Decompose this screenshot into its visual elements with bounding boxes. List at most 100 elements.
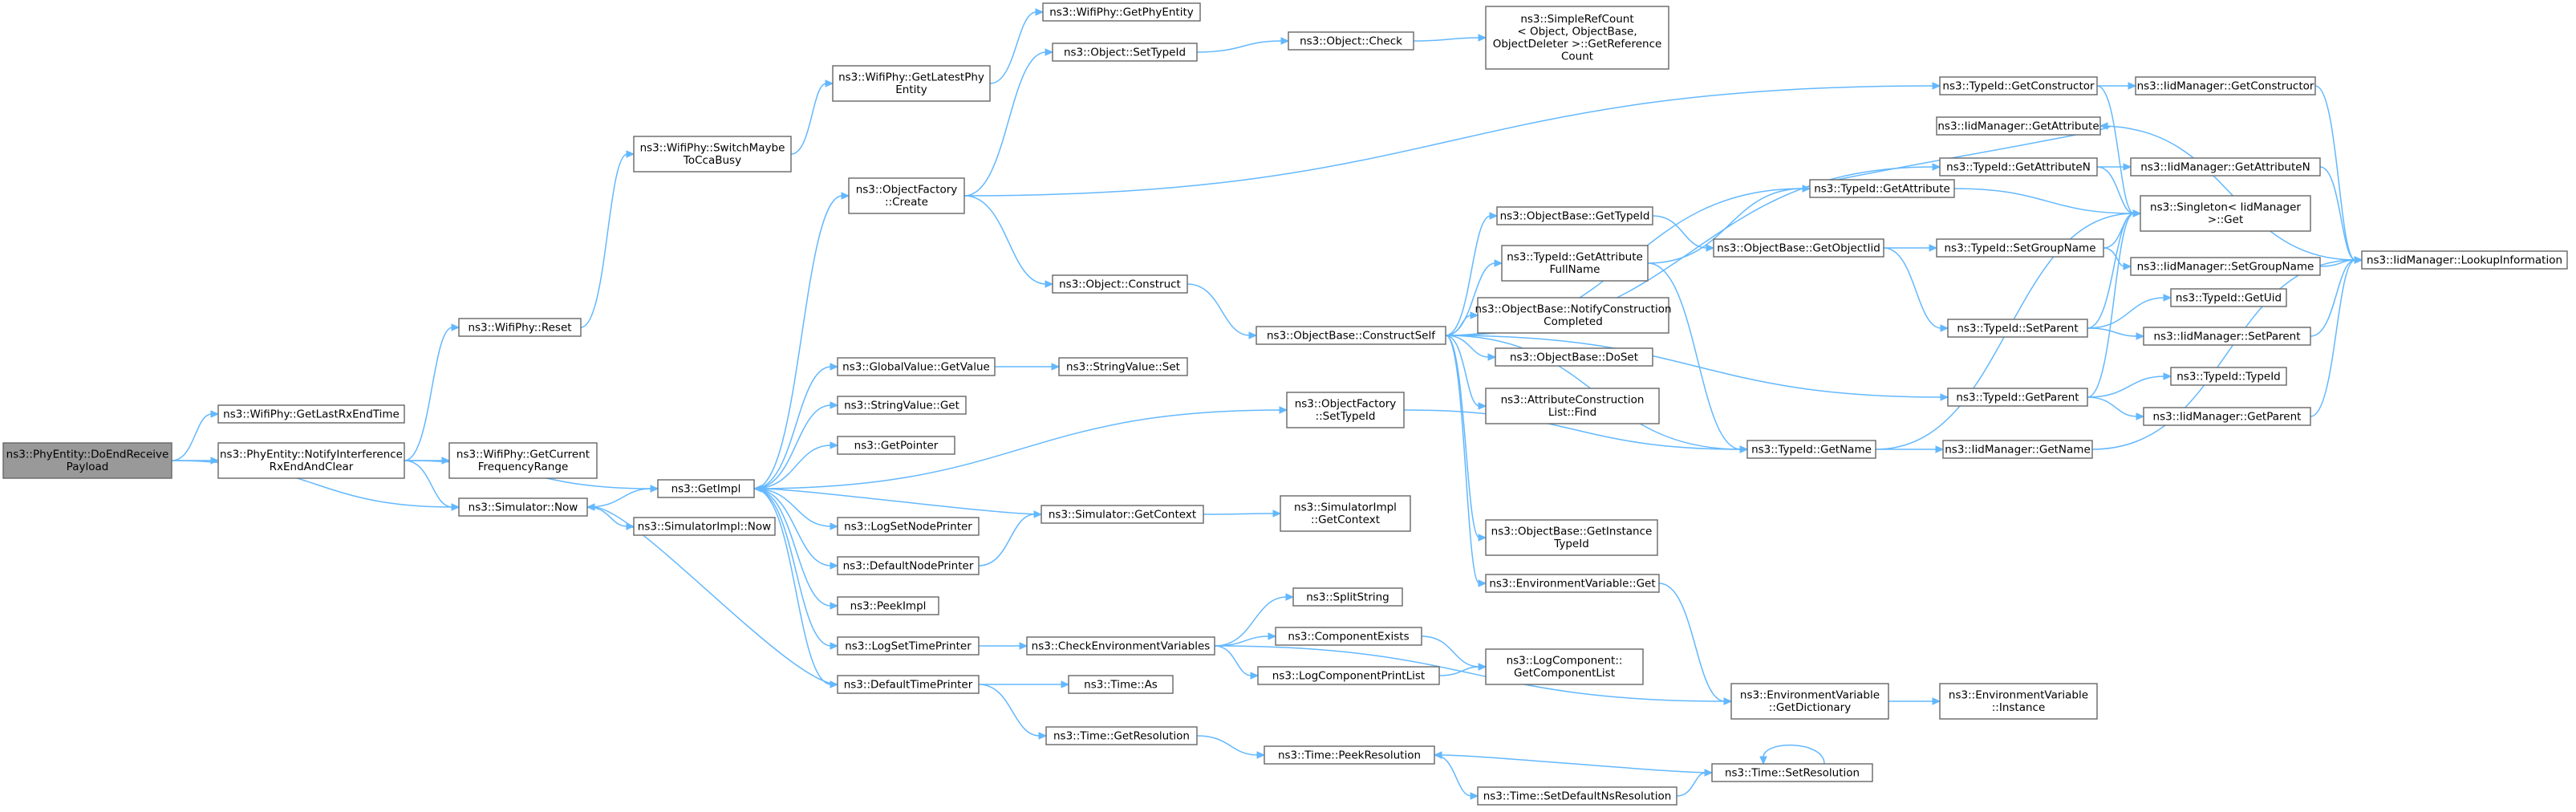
node-simpleRef[interactable]: ns3::SimpleRefCount< Object, ObjectBase,… — [1485, 6, 1669, 70]
node-envVarGetDict[interactable]: ns3::EnvironmentVariable::GetDictionary — [1730, 683, 1889, 720]
node-timeSetRes[interactable]: ns3::Time::SetResolution — [1711, 763, 1873, 782]
node-iidGetAttr[interactable]: ns3::IidManager::GetAttribute — [1936, 116, 2101, 136]
node-splitString[interactable]: ns3::SplitString — [1292, 587, 1403, 607]
node-getLastRx[interactable]: ns3::WifiPhy::GetLastRxEndTime — [217, 404, 405, 424]
node-label: < Object, ObjectBase, — [1517, 26, 1637, 39]
node-label: ns3::WifiPhy::Reset — [468, 321, 571, 334]
edge-line — [753, 488, 832, 607]
edge-getImpl-to-logSetNode — [753, 488, 839, 530]
node-envVarInstance[interactable]: ns3::EnvironmentVariable::Instance — [1939, 683, 2098, 720]
edge-line — [753, 195, 843, 489]
edge-line — [1445, 335, 1480, 538]
node-logSetNode[interactable]: ns3::LogSetNodePrinter — [837, 517, 980, 536]
node-objFactSetTypeId[interactable]: ns3::ObjectFactory::SetTypeId — [1286, 392, 1405, 428]
node-logCompPrint[interactable]: ns3::LogComponentPrintList — [1257, 666, 1440, 685]
node-box — [1286, 392, 1405, 428]
node-objSetTypeId[interactable]: ns3::Object::SetTypeId — [1052, 43, 1198, 62]
node-iidLookup[interactable]: ns3::IidManager::LookupInformation — [2361, 250, 2568, 270]
node-logSetTime[interactable]: ns3::LogSetTimePrinter — [837, 636, 980, 656]
node-timeSetDefNs[interactable]: ns3::Time::SetDefaultNsResolution — [1477, 786, 1677, 806]
node-defTimePrinter[interactable]: ns3::DefaultTimePrinter — [837, 675, 980, 694]
node-notifyInt[interactable]: ns3::PhyEntity::NotifyInterferenceRxEndA… — [217, 442, 405, 479]
node-iidSetParent[interactable]: ns3::IidManager::SetParent — [2143, 327, 2311, 346]
edge-checkEnv-to-splitString — [1214, 593, 1295, 647]
edge-typeIdGetParent-to-typeIdTypeId — [2087, 372, 2172, 398]
node-iidGetCtor[interactable]: ns3::IidManager::GetConstructor — [2135, 76, 2316, 95]
node-typeIdGetParent[interactable]: ns3::TypeId::GetParent — [1947, 388, 2088, 407]
node-iidSetGroup[interactable]: ns3::IidManager::SetGroupName — [2130, 257, 2321, 276]
node-iidGetParent[interactable]: ns3::IidManager::GetParent — [2143, 407, 2311, 426]
edge-arrowhead — [586, 503, 595, 511]
node-simNow[interactable]: ns3::Simulator::Now — [458, 497, 588, 517]
node-typeIdGetName[interactable]: ns3::TypeId::GetName — [1746, 440, 1876, 459]
node-checkEnv[interactable]: ns3::CheckEnvironmentVariables — [1026, 636, 1215, 656]
node-typeIdGetCtor[interactable]: ns3::TypeId::GetConstructor — [1939, 76, 2098, 95]
edge-simGetContext-to-getImpl — [753, 485, 1042, 515]
edge-iidGetAttr-to-iidLookup — [2099, 125, 2363, 264]
node-box — [2143, 327, 2311, 346]
node-wifiReset[interactable]: ns3::WifiPhy::Reset — [458, 318, 582, 337]
node-envVarGet[interactable]: ns3::EnvironmentVariable::Get — [1485, 574, 1660, 593]
node-strValSet[interactable]: ns3::StringValue::Set — [1058, 357, 1188, 376]
node-box — [1942, 440, 2093, 459]
node-singletonGet[interactable]: ns3::Singleton< IidManager >::Get — [2140, 195, 2311, 232]
node-label: ns3::Object::SetTypeId — [1064, 46, 1186, 59]
node-typeIdGetUid[interactable]: ns3::TypeId::GetUid — [2170, 288, 2287, 307]
node-timeAs[interactable]: ns3::Time::As — [1068, 675, 1174, 694]
node-iidGetName[interactable]: ns3::IidManager::GetName — [1942, 440, 2093, 459]
node-objBaseDoSet[interactable]: ns3::ObjectBase::DoSet — [1495, 347, 1653, 367]
node-objConstruct[interactable]: ns3::Object::Construct — [1052, 274, 1188, 294]
node-typeIdSetGroup[interactable]: ns3::TypeId::SetGroupName — [1936, 238, 2104, 258]
node-typeIdGetAttr[interactable]: ns3::TypeId::GetAttribute — [1809, 179, 1955, 198]
node-objBaseConstruct[interactable]: ns3::ObjectBase::ConstructSelf — [1256, 326, 1446, 345]
edge-arrowhead — [650, 485, 659, 493]
node-simImplNow[interactable]: ns3::SimulatorImpl::Now — [633, 517, 776, 536]
node-objBaseNotify[interactable]: ns3::ObjectBase::NotifyConstructionCompl… — [1475, 297, 1672, 334]
edge-timePeekRes-to-timeSetDefNs — [1434, 754, 1479, 800]
node-box — [1485, 388, 1660, 424]
node-timeGetRes[interactable]: ns3::Time::GetResolution — [1045, 726, 1198, 745]
node-peekImpl[interactable]: ns3::PeekImpl — [837, 596, 939, 615]
node-compExists[interactable]: ns3::ComponentExists — [1275, 627, 1422, 646]
node-objFactCreate[interactable]: ns3::ObjectFactory::Create — [848, 177, 965, 214]
node-timePeekRes[interactable]: ns3::Time::PeekResolution — [1264, 745, 1435, 765]
node-box — [2130, 257, 2321, 276]
node-strValGet[interactable]: ns3::StringValue::Get — [837, 396, 967, 415]
node-logCompGetList[interactable]: ns3::LogComponent::GetComponentList — [1485, 648, 1644, 685]
node-objBaseGetTypeId[interactable]: ns3::ObjectBase::GetTypeId — [1496, 206, 1653, 225]
edge-line — [1187, 283, 1251, 336]
edge-line — [989, 11, 1037, 84]
edge-line — [2319, 166, 2356, 261]
node-label: ns3::Simulator::GetContext — [1049, 508, 1196, 521]
edge-line — [404, 460, 453, 508]
node-defNodePrinter[interactable]: ns3::DefaultNodePrinter — [837, 556, 980, 575]
node-label: ObjectDeleter >::GetReference — [1493, 38, 1662, 51]
node-label: ns3::ObjectFactory — [856, 184, 958, 197]
edge-arrowhead — [1494, 259, 1503, 267]
edge-objBaseConstruct-to-attrConstrFind — [1445, 335, 1487, 410]
edge-typeIdSetParent-to-iidSetParent — [2087, 327, 2145, 340]
node-objCheck[interactable]: ns3::Object::Check — [1288, 31, 1414, 51]
node-iidGetAttrN[interactable]: ns3::IidManager::GetAttributeN — [2130, 157, 2321, 177]
node-simGetContext[interactable]: ns3::Simulator::GetContext — [1041, 505, 1204, 524]
node-simImplGetCtx[interactable]: ns3::SimulatorImpl::GetContext — [1280, 495, 1411, 532]
node-label: ns3::EnvironmentVariable::Get — [1489, 577, 1655, 590]
node-typeIdGetAttrN[interactable]: ns3::TypeId::GetAttributeN — [1939, 157, 2098, 177]
node-globalGetValue[interactable]: ns3::GlobalValue::GetValue — [837, 357, 996, 376]
node-label: GetComponentList — [1514, 667, 1615, 680]
node-typeIdSetParent[interactable]: ns3::TypeId::SetParent — [1947, 319, 2088, 338]
node-getPointer[interactable]: ns3::GetPointer — [837, 436, 955, 455]
edge-line — [1763, 745, 1825, 765]
node-getPhyEntity[interactable]: ns3::WifiPhy::GetPhyEntity — [1042, 2, 1201, 22]
node-objBaseGetObjIid[interactable]: ns3::ObjectBase::GetObjectIid — [1713, 238, 1884, 258]
node-getImpl[interactable]: ns3::GetImpl — [657, 479, 755, 498]
node-typeIdTypeId[interactable]: ns3::TypeId::TypeId — [2170, 367, 2287, 386]
node-label: ns3::WifiPhy::GetCurrent — [456, 449, 590, 461]
